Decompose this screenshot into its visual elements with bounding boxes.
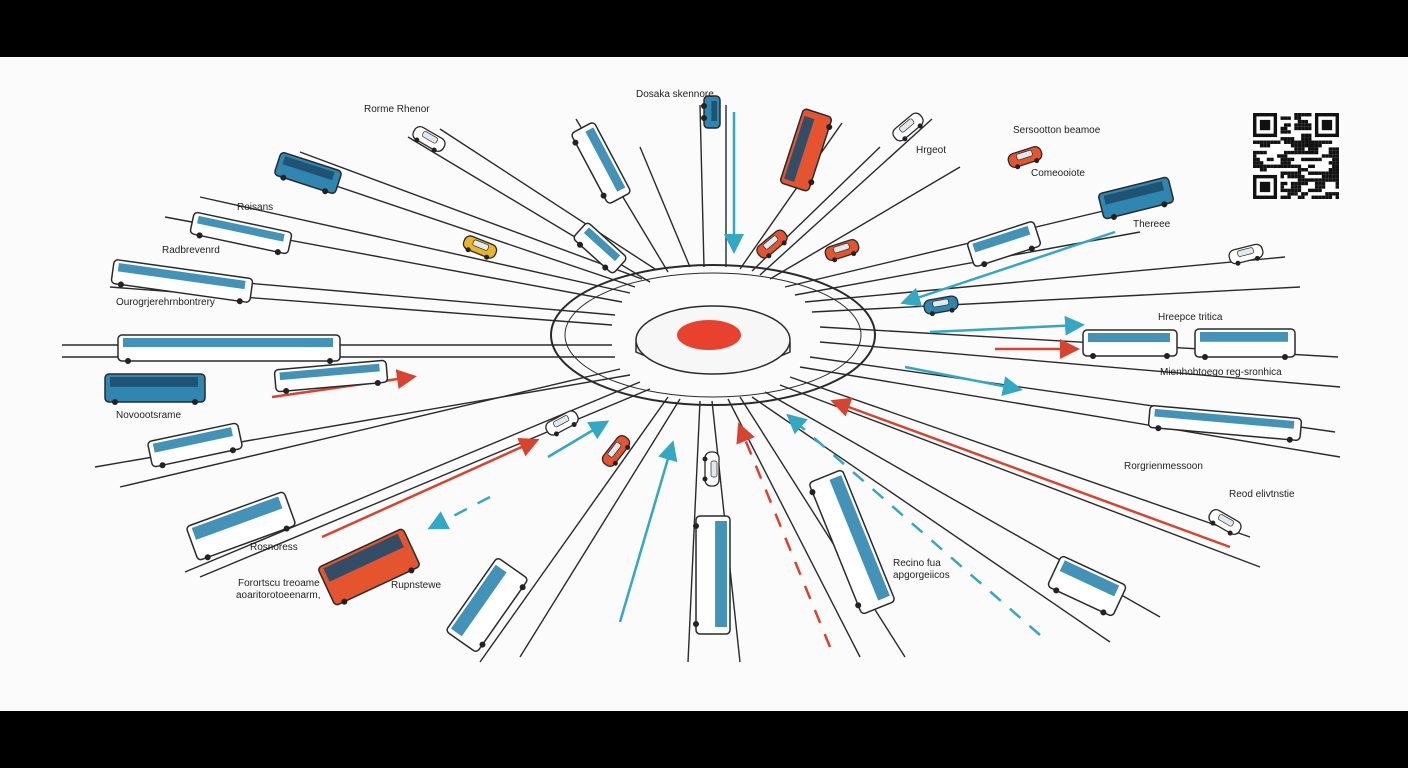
bus-icon bbox=[274, 151, 342, 195]
bus-icon bbox=[147, 422, 243, 469]
road-3 bbox=[699, 104, 727, 268]
bus-icon bbox=[966, 221, 1042, 268]
bus-icon bbox=[693, 515, 731, 635]
car-icon bbox=[412, 125, 446, 153]
road-5 bbox=[759, 118, 961, 280]
bus-icon bbox=[273, 359, 389, 394]
bus-icon bbox=[186, 491, 296, 561]
road-20 bbox=[279, 151, 643, 288]
label-left-4: Novoootsrame bbox=[116, 410, 182, 421]
direction-arrow-icon bbox=[904, 365, 1023, 396]
label-right-2: Hreepce tritica bbox=[1158, 312, 1223, 323]
label-bottom-center-1: Recino fua bbox=[893, 558, 941, 569]
direction-arrow-icon bbox=[618, 440, 678, 623]
bus-icon bbox=[446, 558, 528, 652]
label-left-3: Ourogrjerehrnbontrery bbox=[116, 297, 215, 308]
bus-icon bbox=[809, 469, 895, 615]
label-right-4: Rorgrienmessoon bbox=[1124, 461, 1203, 472]
label-right-3: Mienhobtoego reg-sronhica bbox=[1160, 367, 1282, 378]
direction-arrow-icon bbox=[900, 230, 1116, 307]
bus-icon bbox=[1047, 555, 1127, 617]
road-10 bbox=[779, 376, 1261, 568]
label-top-right-2: Sersootton beamoe bbox=[1013, 125, 1101, 136]
letterbox-top bbox=[0, 0, 1408, 57]
label-bottom-left-2: Forortscu treoame bbox=[238, 578, 320, 589]
central-hub-icon bbox=[550, 264, 876, 406]
direction-arrows bbox=[271, 112, 1231, 648]
tram-icon bbox=[110, 259, 254, 305]
label-bottom-center-2: apgorgeiicos bbox=[893, 570, 950, 581]
bus-icon bbox=[573, 222, 627, 274]
bus-icon bbox=[104, 373, 206, 405]
car-icon bbox=[824, 238, 860, 263]
car-icon bbox=[892, 112, 924, 142]
diagram-canvas: Dosaka skennore Rorme Rhenor Roisans Rad… bbox=[0, 57, 1408, 711]
bus-icon bbox=[1194, 328, 1296, 360]
direction-arrow-icon bbox=[427, 495, 491, 530]
car-icon bbox=[702, 451, 720, 487]
car-icon bbox=[462, 235, 498, 260]
direction-arrow-icon bbox=[547, 420, 610, 459]
car-icon bbox=[1228, 243, 1264, 266]
label-top-right-3: Comeooiote bbox=[1031, 168, 1085, 179]
bus-icon bbox=[1098, 176, 1174, 220]
direction-arrow-icon bbox=[736, 422, 832, 648]
road-14 bbox=[479, 396, 681, 663]
qr-code-icon bbox=[1253, 113, 1339, 199]
transit-network-diagram bbox=[62, 95, 1341, 663]
label-top-left: Rorme Rhenor bbox=[364, 104, 430, 115]
label-bottom-left-1: Rosnoress bbox=[250, 542, 298, 553]
car-icon bbox=[1208, 508, 1242, 536]
label-top-center: Dosaka skennore bbox=[636, 89, 714, 100]
bus-icon bbox=[1082, 329, 1178, 359]
label-right-1: Thereee bbox=[1133, 219, 1171, 230]
direction-arrow-icon bbox=[786, 413, 1041, 636]
bus-icon bbox=[571, 122, 631, 204]
direction-arrow-icon bbox=[321, 438, 540, 539]
direction-arrow-icon bbox=[929, 315, 1085, 336]
bus-icon bbox=[779, 108, 833, 192]
car-icon bbox=[545, 410, 579, 437]
tram-icon bbox=[1147, 405, 1303, 443]
label-top-right-1: Hrgeot bbox=[916, 145, 947, 156]
car-icon bbox=[1007, 145, 1043, 170]
bus-icon bbox=[701, 95, 721, 129]
car-icon bbox=[923, 295, 959, 317]
hub-red-marker bbox=[677, 320, 741, 350]
bus-icon bbox=[318, 528, 420, 606]
tram-icon bbox=[117, 334, 341, 364]
road-12 bbox=[727, 396, 906, 658]
label-left-1: Roisans bbox=[237, 202, 274, 213]
direction-arrow-icon bbox=[271, 369, 417, 399]
radial-roads bbox=[62, 104, 1341, 663]
vehicles bbox=[104, 95, 1303, 652]
label-right-5: Reod elivtnstie bbox=[1229, 489, 1295, 500]
bus-icon bbox=[189, 211, 293, 256]
road-7 bbox=[804, 256, 1301, 313]
label-bottom-left-3: aoaritorotoeenarm, bbox=[236, 590, 321, 601]
car-icon bbox=[756, 229, 788, 259]
label-left-2: Radbrevenrd bbox=[162, 245, 220, 256]
direction-arrow-icon bbox=[830, 397, 1231, 549]
label-bottom-left-4: Rupnstewe bbox=[391, 580, 442, 591]
letterbox-bottom bbox=[0, 711, 1408, 768]
car-icon bbox=[601, 435, 631, 467]
